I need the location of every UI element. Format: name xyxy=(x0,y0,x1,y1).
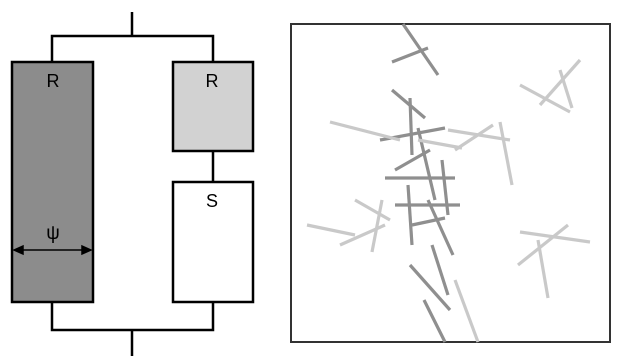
dark-stick-12 xyxy=(430,244,450,296)
light-stick-20 xyxy=(454,123,494,152)
dark-stick-3 xyxy=(408,97,414,156)
bottom-bus-wire xyxy=(50,302,215,332)
light-stick-17 xyxy=(417,138,463,150)
width-dimension-arrow xyxy=(12,244,93,256)
light-stick-22 xyxy=(538,58,582,107)
series-element xyxy=(171,180,255,304)
top-bus-wire xyxy=(50,34,215,62)
light-stick-31 xyxy=(453,279,480,343)
network-frame xyxy=(290,23,611,343)
light-stick-29 xyxy=(517,223,569,267)
light-stick-19 xyxy=(498,121,514,186)
dark-stick-9 xyxy=(406,184,414,246)
light-stick-23 xyxy=(558,69,574,109)
right-resistor-label: R xyxy=(205,71,219,91)
dark-stick-15 xyxy=(440,159,450,216)
dark-stick-1 xyxy=(391,46,429,64)
width-symbol: ψ xyxy=(46,223,60,244)
dark-stick-10 xyxy=(426,199,455,256)
series-element-label: S xyxy=(205,191,218,211)
left-resistor xyxy=(10,60,95,304)
left-resistor-label: R xyxy=(46,71,60,91)
light-stick-24 xyxy=(306,223,356,237)
dark-stick-13 xyxy=(408,263,452,312)
light-stick-30 xyxy=(536,239,550,299)
dark-stick-14 xyxy=(422,299,447,343)
dark-stick-2 xyxy=(390,88,427,120)
right-resistor xyxy=(171,60,255,153)
light-stick-16 xyxy=(329,120,401,142)
light-stick-26 xyxy=(354,198,391,222)
stick-network xyxy=(306,23,591,343)
dark-stick-11 xyxy=(411,216,446,227)
light-stick-27 xyxy=(370,199,384,253)
parallel-circuit xyxy=(50,12,215,356)
